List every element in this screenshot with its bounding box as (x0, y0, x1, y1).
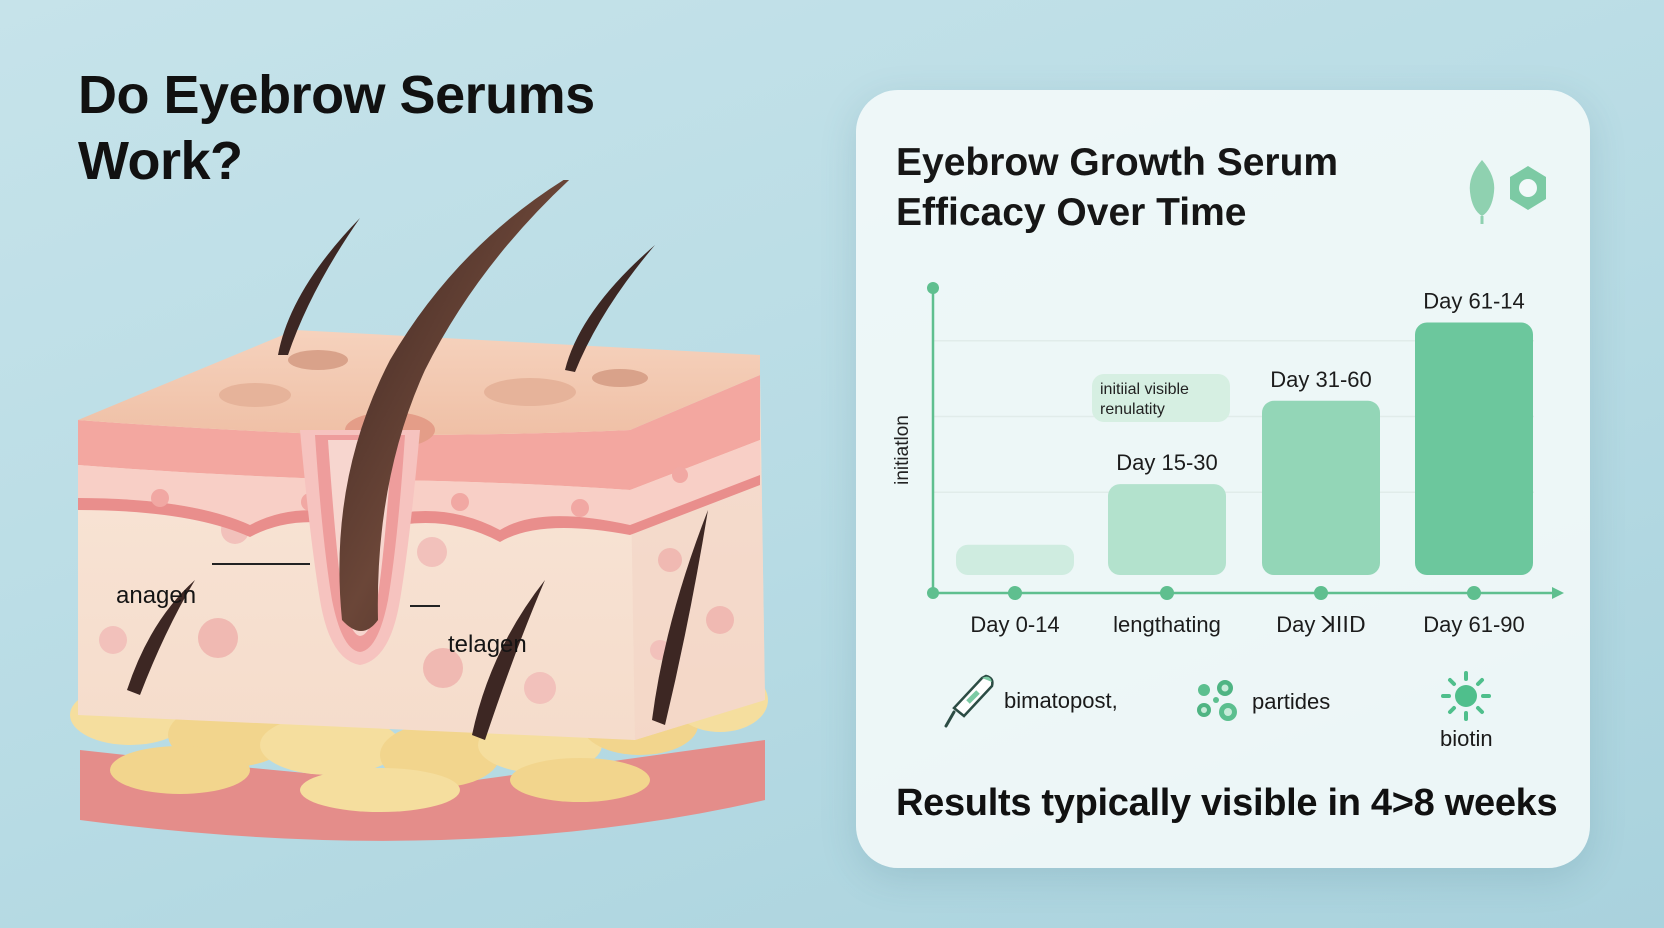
ingredient-biotin: biotin (1440, 670, 1493, 752)
biotin-sun-icon (1441, 671, 1492, 721)
x-axis-arrow-icon (1552, 587, 1564, 599)
bar-value-label: Day 31-60 (1270, 367, 1372, 392)
bar (956, 544, 1074, 575)
x-tick-dot (1160, 586, 1174, 600)
efficacy-card: Eyebrow Growth Serum Efficacy Over Time … (856, 90, 1590, 868)
hair-strands (127, 180, 708, 740)
axis-origin-dot (927, 587, 939, 599)
bar (1262, 400, 1380, 575)
results-note: Results typically visible in 4>8 weeks (896, 782, 1558, 824)
x-tick-dot (1314, 586, 1328, 600)
bar (1415, 322, 1533, 575)
bar-value-label: Day 15-30 (1116, 450, 1218, 475)
x-tick-dot (1467, 586, 1481, 600)
page-title-line-1: Do Eyebrow Serums (78, 65, 595, 125)
card-title: Eyebrow Growth Serum Efficacy Over Time (896, 138, 1338, 238)
x-tick-dot (1008, 586, 1022, 600)
leaf-hexagon-logo-icon (1469, 160, 1546, 224)
y-axis-end-dot (927, 282, 939, 294)
ingredient-label: bimatopost, (1004, 688, 1118, 713)
ingredient-label: partides (1252, 689, 1331, 714)
bar-value-label: Day 61-14 (1423, 289, 1525, 314)
card-title-line-2: Efficacy Over Time (896, 191, 1247, 234)
dropper-icon (944, 674, 994, 728)
annotation-text-line-1: initiial visible (1100, 381, 1189, 398)
telagen-label: telagen (448, 631, 527, 658)
x-tick-label: Day 61-90 (1423, 612, 1525, 637)
annotation-text-line-2: renulatity (1100, 401, 1165, 418)
x-tick-label: Day ꓘꓲꓲꓓ (1276, 612, 1366, 637)
x-tick-label: lengthating (1113, 612, 1221, 637)
page-title: Do Eyebrow Serums Work? (78, 62, 595, 194)
card-title-line-1: Eyebrow Growth Serum (896, 141, 1339, 184)
particles-icon (1197, 680, 1237, 721)
skin-cross-section-illustration (70, 180, 768, 841)
anagen-label: anagen (116, 582, 197, 609)
ingredient-bimatopost: bimatopost, (942, 672, 1118, 730)
ingredient-label: biotin (1440, 726, 1493, 751)
annotation-box (1092, 374, 1230, 422)
y-axis-label: initiatlon (892, 415, 913, 485)
page-title-line-2: Work? (78, 131, 243, 191)
x-tick-label: Day 0-14 (970, 612, 1059, 637)
bar (1108, 484, 1226, 575)
ingredient-partides: partides (1192, 676, 1330, 728)
